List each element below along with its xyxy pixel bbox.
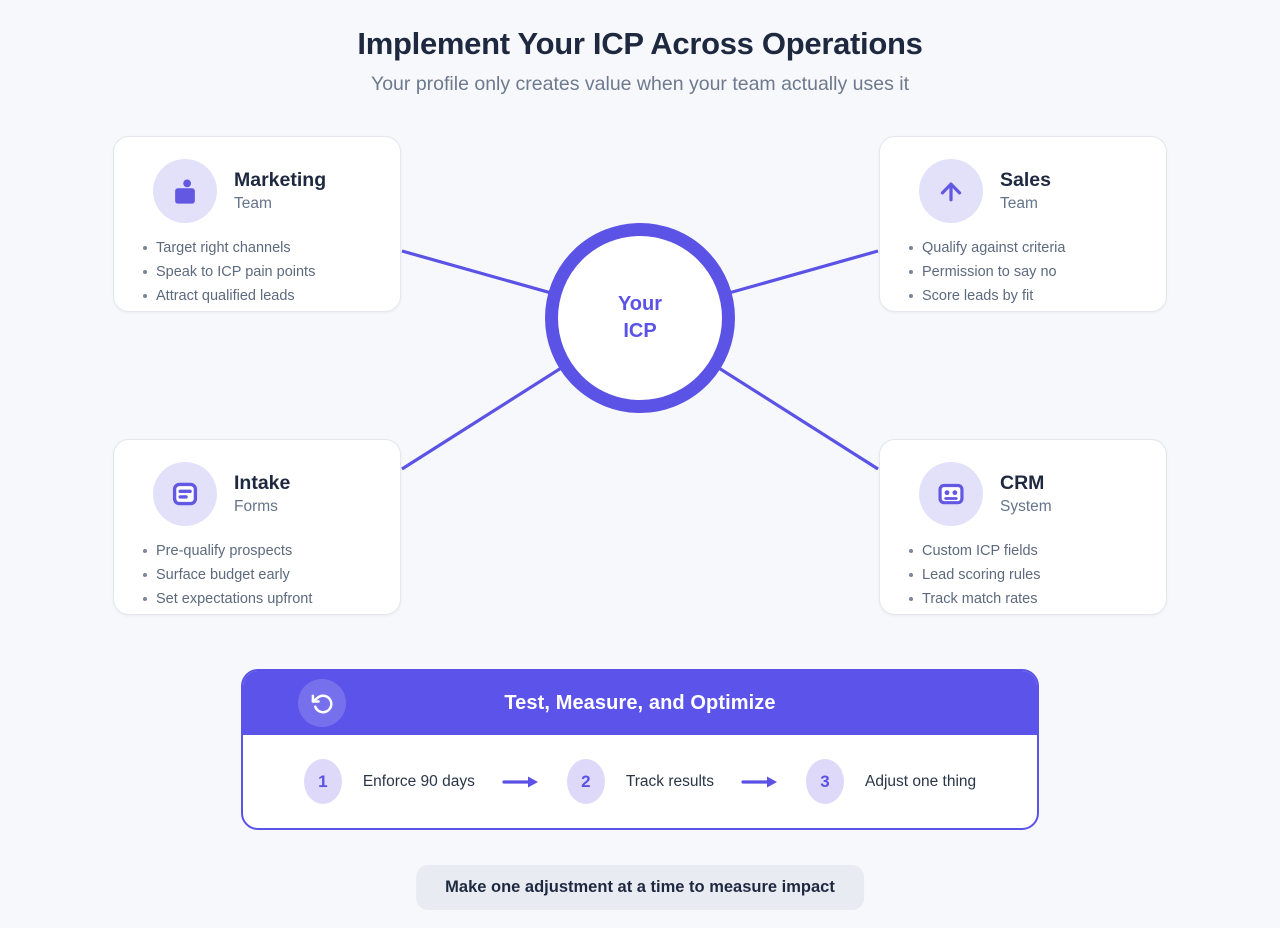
bullet-item: Track match rates <box>909 587 1142 611</box>
card-crm-bullets: Custom ICP fields Lead scoring rules Tra… <box>904 539 1142 611</box>
step-2-label: Track results <box>625 772 714 790</box>
bullet-dot <box>143 573 147 577</box>
card-intake-bullets: Pre-qualify prospects Surface budget ear… <box>138 539 376 611</box>
bullet-dot <box>143 597 147 601</box>
card-sales: Sales Team Qualify against criteria Perm… <box>879 136 1167 312</box>
card-sales-bullets: Qualify against criteria Permission to s… <box>904 236 1142 308</box>
bullet-text: Attract qualified leads <box>156 288 295 304</box>
bullet-item: Qualify against criteria <box>909 236 1142 260</box>
card-subtitle: Team <box>234 194 272 212</box>
card-subtitle: Forms <box>234 497 278 515</box>
card-title: Sales <box>1000 169 1051 192</box>
card-sales-header: Sales Team <box>904 159 1142 223</box>
bullet-dot <box>909 549 913 553</box>
card-crm-titles: CRM System <box>1000 471 1052 517</box>
card-intake-header: Intake Forms <box>138 462 376 526</box>
step-1: 1 Enforce 90 days <box>303 759 475 804</box>
robot-icon <box>919 462 983 526</box>
footer-note: Make one adjustment at a time to measure… <box>416 865 864 910</box>
card-intake-titles: Intake Forms <box>234 471 290 517</box>
card-subtitle: Team <box>1000 194 1038 212</box>
bullet-dot <box>909 597 913 601</box>
form-icon <box>153 462 217 526</box>
bullet-item: Speak to ICP pain points <box>143 260 376 284</box>
center-icp-line2: ICP <box>623 320 657 342</box>
arrow-right-icon <box>502 775 540 789</box>
bullet-item: Set expectations upfront <box>143 587 376 611</box>
bullet-dot <box>143 294 147 298</box>
bullet-dot <box>143 270 147 274</box>
bullet-text: Qualify against criteria <box>922 240 1066 256</box>
step-3-number-badge: 3 <box>805 759 844 804</box>
card-sales-titles: Sales Team <box>1000 168 1051 214</box>
page-title: Implement Your ICP Across Operations <box>357 26 923 61</box>
card-marketing-bullets: Target right channels Speak to ICP pain … <box>138 236 376 308</box>
bullet-text: Set expectations upfront <box>156 591 313 607</box>
bullet-dot <box>909 573 913 577</box>
bullet-text: Permission to say no <box>922 264 1057 280</box>
bullet-item: Custom ICP fields <box>909 539 1142 563</box>
step-3: 3 Adjust one thing <box>805 759 977 804</box>
center-icp-circle: Your ICP <box>545 223 735 413</box>
bullet-text: Surface budget early <box>156 567 290 583</box>
center-icp-label: Your ICP <box>618 291 662 345</box>
card-marketing-header: Marketing Team <box>138 159 376 223</box>
card-title: CRM <box>1000 472 1045 495</box>
steps-row: 1 Enforce 90 days 2 Track results <box>243 735 1037 828</box>
bullet-text: Lead scoring rules <box>922 567 1041 583</box>
person-icon <box>153 159 217 223</box>
card-subtitle: System <box>1000 497 1052 515</box>
card-crm-header: CRM System <box>904 462 1142 526</box>
bullet-dot <box>909 270 913 274</box>
bullet-text: Speak to ICP pain points <box>156 264 316 280</box>
card-title: Marketing <box>234 169 327 192</box>
bullet-text: Score leads by fit <box>922 288 1034 304</box>
card-intake: Intake Forms Pre-qualify prospects Surfa… <box>113 439 401 615</box>
step-2: 2 Track results <box>566 759 714 804</box>
bullet-dot <box>909 294 913 298</box>
optimize-banner: Test, Measure, and Optimize 1 Enforce 90… <box>241 669 1039 830</box>
arrow-right-icon <box>741 775 779 789</box>
arrow-up-icon <box>919 159 983 223</box>
bullet-text: Target right channels <box>156 240 291 256</box>
step-3-label: Adjust one thing <box>864 772 977 790</box>
bullet-item: Target right channels <box>143 236 376 260</box>
card-marketing: Marketing Team Target right channels Spe… <box>113 136 401 312</box>
center-icp-line1: Your <box>617 293 663 315</box>
bullet-text: Custom ICP fields <box>922 543 1038 559</box>
card-crm: CRM System Custom ICP fields Lead scorin… <box>879 439 1167 615</box>
bullet-item: Surface budget early <box>143 563 376 587</box>
step-1-number-badge: 1 <box>303 759 342 804</box>
bullet-item: Score leads by fit <box>909 284 1142 308</box>
page-subtitle: Your profile only creates value when you… <box>371 73 909 95</box>
bullet-item: Pre-qualify prospects <box>143 539 376 563</box>
bullet-item: Lead scoring rules <box>909 563 1142 587</box>
banner-title: Test, Measure, and Optimize <box>504 691 776 714</box>
optimize-banner-header: Test, Measure, and Optimize <box>243 671 1037 735</box>
bullet-dot <box>909 246 913 250</box>
card-title: Intake <box>234 472 291 495</box>
refresh-icon <box>298 679 346 727</box>
step-2-number-badge: 2 <box>566 759 605 804</box>
bullet-item: Permission to say no <box>909 260 1142 284</box>
bullet-item: Attract qualified leads <box>143 284 376 308</box>
bullet-dot <box>143 549 147 553</box>
step-1-label: Enforce 90 days <box>362 772 475 790</box>
bullet-text: Track match rates <box>922 591 1038 607</box>
card-marketing-titles: Marketing Team <box>234 168 326 214</box>
bullet-dot <box>143 246 147 250</box>
bullet-text: Pre-qualify prospects <box>156 543 293 559</box>
